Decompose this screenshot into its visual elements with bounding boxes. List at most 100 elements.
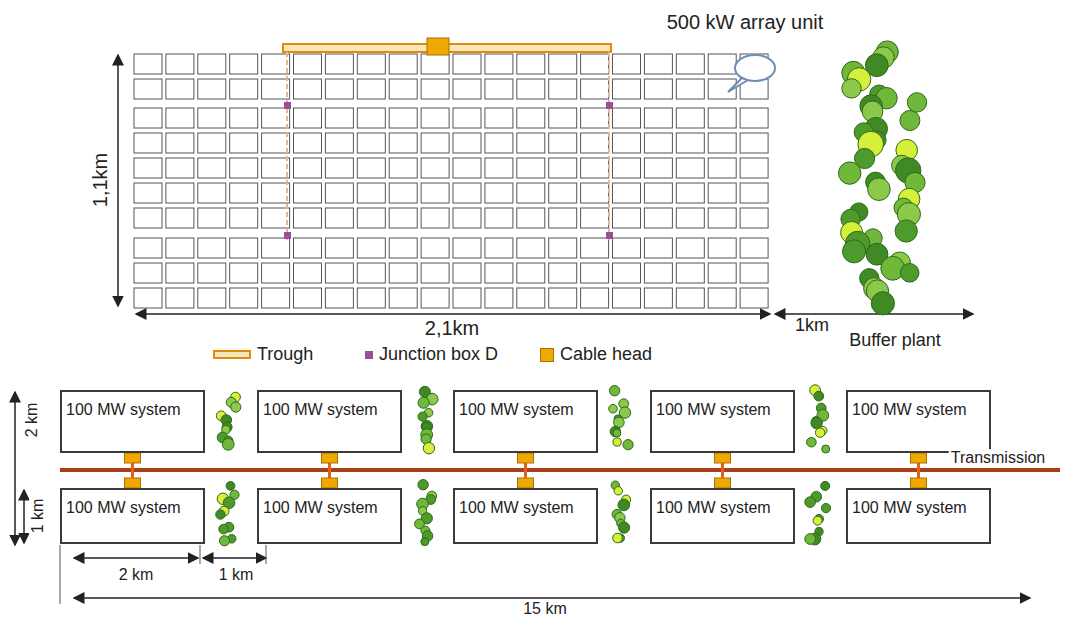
cable-head [715,478,731,488]
array-unit [421,238,449,258]
array-unit [357,158,385,178]
array-unit [294,158,322,178]
array-unit [740,108,768,128]
array-unit [485,208,513,228]
box-label: 100 MW system [259,490,400,517]
array-unit [549,133,577,153]
array-unit [517,263,545,283]
legend-text: Trough [257,344,313,365]
system-box: 100 MW system [846,488,991,544]
array-unit [262,54,290,74]
array-unit [644,54,672,74]
tree [805,497,816,508]
tree [839,162,861,184]
array-unit [708,208,736,228]
tree [623,440,633,450]
array-unit [485,133,513,153]
array-unit [676,238,704,258]
tree [805,534,816,545]
legend-item: Cable head [540,344,652,365]
tree [900,264,919,283]
trough-branch [286,52,288,240]
array-unit [613,288,641,308]
array-unit [644,158,672,178]
array-unit [134,288,162,308]
tree [815,428,824,437]
array-unit [549,238,577,258]
legend-swatch [540,348,554,362]
junction-box [284,102,291,109]
tree [814,391,824,401]
tree [618,499,630,511]
array-unit [325,54,353,74]
array-unit [421,79,449,99]
array-unit [230,158,258,178]
array-unit [421,208,449,228]
array-unit [325,133,353,153]
array-unit [453,158,481,178]
array-unit [166,158,194,178]
area-label: Buffer plant [847,331,943,351]
dimension-label: 1km [793,316,831,336]
array-unit [740,238,768,258]
tree [807,437,817,447]
array-unit [485,108,513,128]
array-unit [485,54,513,74]
array-unit [294,263,322,283]
tree [842,79,861,98]
array-unit [740,288,768,308]
array-unit [357,54,385,74]
array-unit [389,133,417,153]
array-unit [421,158,449,178]
array-unit [485,238,513,258]
cable-head [125,453,141,463]
array-unit [389,79,417,99]
tree [613,429,621,437]
array-unit [549,263,577,283]
array-unit [166,108,194,128]
array-unit [262,288,290,308]
array-unit [517,54,545,74]
array-unit [230,54,258,74]
array-unit [262,263,290,283]
array-unit [644,208,672,228]
array-unit [581,133,609,153]
array-unit [166,208,194,228]
array-unit [676,288,704,308]
junction-box [284,232,291,239]
array-unit [230,263,258,283]
array-unit [262,183,290,203]
array-unit [262,208,290,228]
array-unit [676,79,704,99]
trough-branch [608,52,610,240]
box-label: 100 MW system [62,490,203,517]
array-unit [740,183,768,203]
array-unit [549,54,577,74]
array-unit [262,108,290,128]
array-unit [613,54,641,74]
array-unit [262,238,290,258]
array-unit [581,108,609,128]
array-unit [198,79,226,99]
tree [613,438,621,446]
array-unit [357,208,385,228]
array-unit [230,288,258,308]
array-unit [325,263,353,283]
array-unit [421,263,449,283]
array-unit [517,158,545,178]
array-unit [517,208,545,228]
tree [822,445,830,453]
array-unit [198,183,226,203]
array-unit [230,108,258,128]
cable-head [715,453,731,463]
array-unit [421,133,449,153]
array-unit [325,79,353,99]
array-unit [230,79,258,99]
array-unit [485,183,513,203]
array-unit [517,108,545,128]
dimension-line [23,490,25,543]
array-unit [294,288,322,308]
array-unit [708,238,736,258]
array-unit [453,54,481,74]
array-unit [613,79,641,99]
